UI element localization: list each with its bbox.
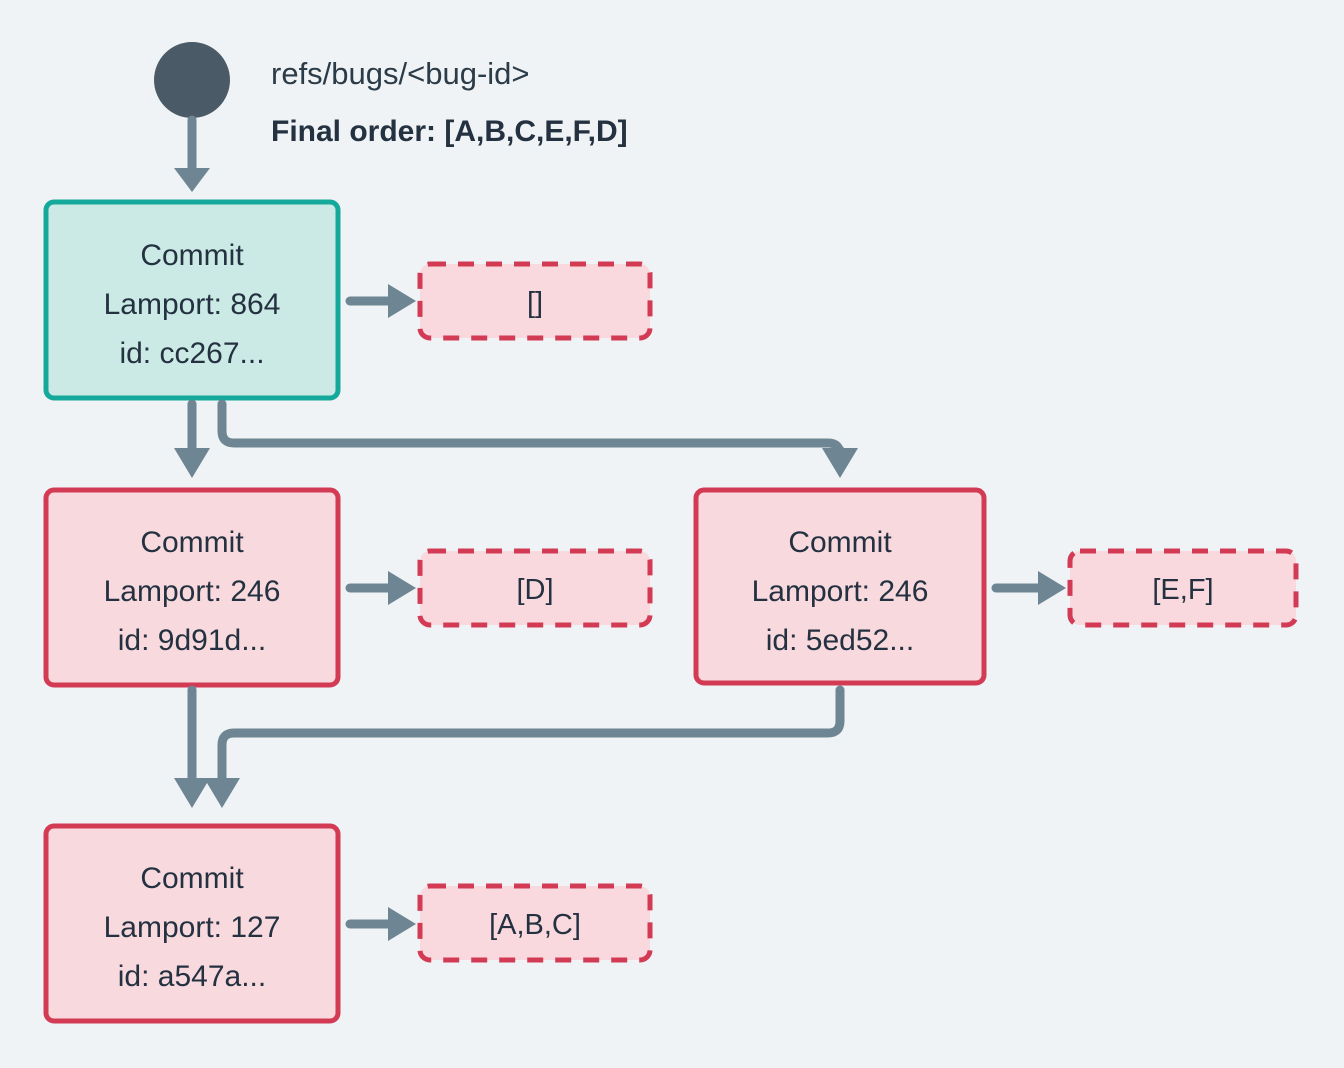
edge-9d91d-to-ops [345,571,416,605]
ops-box-5ed52-rect [1067,548,1299,628]
ops-box-9d91d-rect [417,548,653,628]
ops-box-cc267-rect [417,261,653,341]
commit-node-9d91d-id: id: 9d91d... [118,624,266,657]
commit-node-5ed52-lamport: Lamport: 246 [752,575,929,608]
commit-node-cc267[interactable]: Commit Lamport: 864 id: cc267... [43,199,341,401]
ops-box-9d91d: [D] [417,548,653,628]
commit-node-cc267-lamport: Lamport: 864 [104,288,281,321]
edge-5ed52-to-ops [991,571,1066,605]
commit-node-9d91d[interactable]: Commit Lamport: 246 id: 9d91d... [43,487,341,688]
commit-node-9d91d-title: Commit [140,526,244,559]
commit-node-9d91d-box[interactable] [43,487,341,688]
commit-node-cc267-box[interactable] [43,199,341,401]
commit-node-a547a-box[interactable] [43,823,341,1024]
edge-a547a-to-ops [345,907,416,941]
ops-box-cc267: [] [417,261,653,341]
ops-box-cc267-label: [] [527,287,543,319]
final-order-label: Final order: [A,B,C,E,F,D] [271,115,628,148]
commit-node-5ed52-box[interactable] [693,487,987,686]
commit-node-9d91d-lamport: Lamport: 246 [104,575,281,608]
commit-node-a547a-lamport: Lamport: 127 [104,911,281,944]
commit-node-cc267-id: id: cc267... [119,337,264,370]
ref-path-label: refs/bugs/<bug-id> [271,56,530,91]
edge-cc267-to-5ed52 [217,399,858,478]
ops-box-5ed52-label: [E,F] [1152,574,1213,606]
commit-node-a547a-id: id: a547a... [118,960,266,993]
commit-node-a547a-title: Commit [140,862,244,895]
edge-9d91d-to-a547a [174,685,210,808]
edge-head-to-cc267 [174,115,210,192]
edge-cc267-to-ops [345,284,416,318]
ops-box-a547a-rect [417,883,653,963]
commit-node-a547a[interactable]: Commit Lamport: 127 id: a547a... [43,823,341,1024]
edge-cc267-to-9d91d [174,399,210,478]
ops-box-a547a: [A,B,C] [417,883,653,963]
ops-box-a547a-label: [A,B,C] [489,909,581,941]
commit-node-cc267-title: Commit [140,239,244,272]
ops-box-9d91d-label: [D] [516,574,553,606]
edge-5ed52-to-a547a [204,685,845,808]
head-dot [154,42,230,118]
ops-box-5ed52: [E,F] [1067,548,1299,628]
commit-node-5ed52-id: id: 5ed52... [766,624,914,657]
commit-node-5ed52[interactable]: Commit Lamport: 246 id: 5ed52... [693,487,987,686]
commit-node-5ed52-title: Commit [788,526,892,559]
